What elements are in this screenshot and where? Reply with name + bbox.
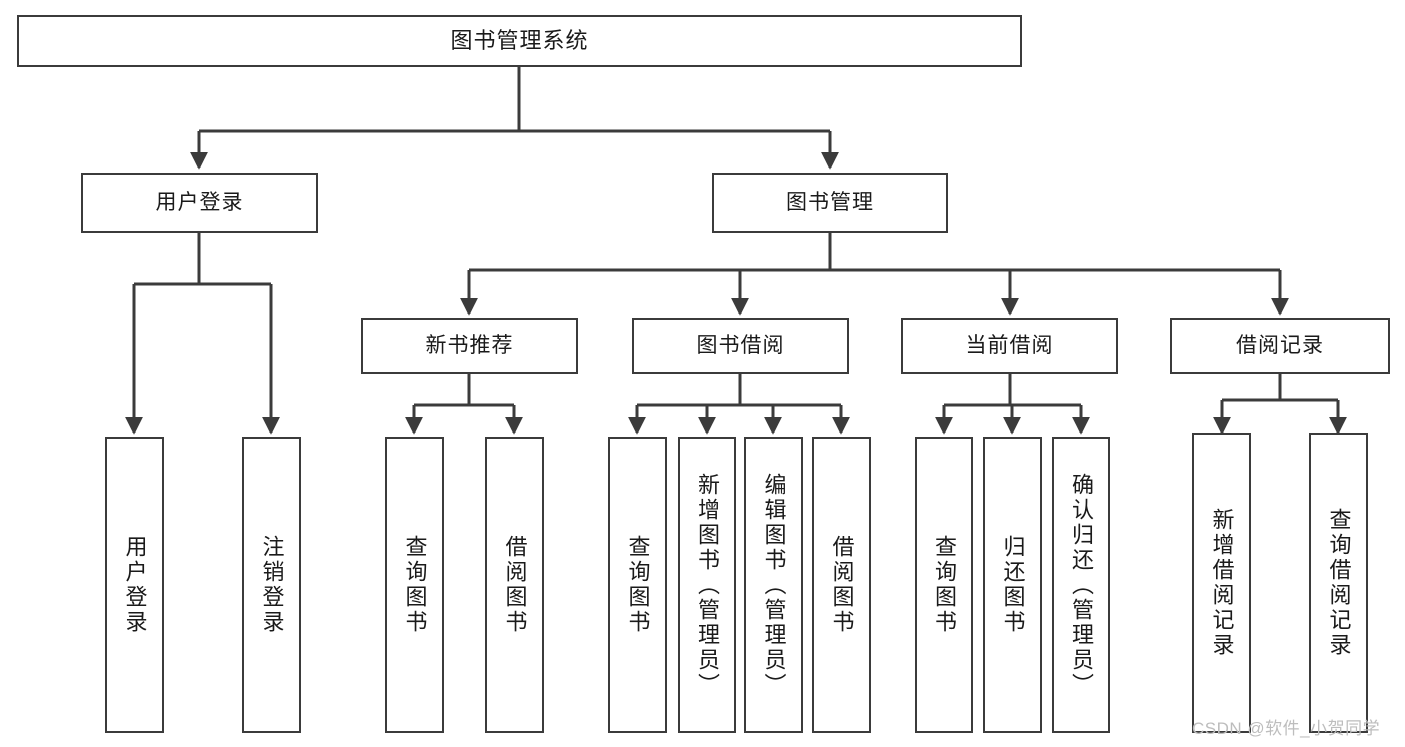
node-user-login-label: 用户登录 (155, 190, 244, 214)
leaf-query-borrow-record-label: 查询借阅记录 (1326, 508, 1352, 658)
node-current-borrow-label: 当前借阅 (965, 333, 1054, 357)
leaf-add-borrow-record-label: 新增借阅记录 (1209, 508, 1235, 658)
leaf-borrow-book-1[interactable]: 借阅图书 (485, 437, 544, 733)
leaf-query-book-1-label: 查询图书 (402, 535, 428, 635)
leaf-add-borrow-record[interactable]: 新增借阅记录 (1192, 433, 1251, 733)
node-book-manage-label: 图书管理 (786, 190, 874, 214)
leaf-add-book-admin[interactable]: 新增图书（管理员） (678, 437, 736, 733)
node-book-manage[interactable]: 图书管理 (712, 173, 948, 233)
leaf-query-book-3-label: 查询图书 (932, 535, 957, 635)
leaf-query-borrow-record[interactable]: 查询借阅记录 (1309, 433, 1368, 733)
node-root[interactable]: 图书管理系统 (17, 15, 1022, 67)
leaf-query-book-2-label: 查询图书 (625, 535, 651, 635)
leaf-query-book-2[interactable]: 查询图书 (608, 437, 667, 733)
leaf-logout-label: 注销登录 (259, 535, 285, 635)
leaf-query-book-3[interactable]: 查询图书 (915, 437, 973, 733)
node-root-label: 图书管理系统 (450, 28, 589, 54)
leaf-borrow-book-2-label: 借阅图书 (829, 535, 855, 635)
node-current-borrow[interactable]: 当前借阅 (901, 318, 1118, 374)
leaf-borrow-book-1-label: 借阅图书 (502, 535, 528, 635)
leaf-confirm-return-admin[interactable]: 确认归还（管理员） (1052, 437, 1110, 733)
node-new-book-recommend-label: 新书推荐 (425, 333, 514, 357)
leaf-add-book-admin-label: 新增图书（管理员） (695, 472, 720, 698)
leaf-logout[interactable]: 注销登录 (242, 437, 301, 733)
leaf-user-login[interactable]: 用户登录 (105, 437, 164, 733)
leaf-edit-book-admin-label: 编辑图书（管理员） (761, 472, 787, 698)
leaf-return-book-label: 归还图书 (1000, 535, 1026, 635)
node-book-borrow-label: 图书借阅 (696, 333, 785, 357)
leaf-confirm-return-admin-label: 确认归还（管理员） (1069, 472, 1094, 698)
node-borrow-record-label: 借阅记录 (1236, 333, 1324, 357)
leaf-edit-book-admin[interactable]: 编辑图书（管理员） (744, 437, 803, 733)
leaf-user-login-label: 用户登录 (122, 535, 148, 635)
node-borrow-record[interactable]: 借阅记录 (1170, 318, 1390, 374)
leaf-borrow-book-2[interactable]: 借阅图书 (812, 437, 871, 733)
leaf-return-book[interactable]: 归还图书 (983, 437, 1042, 733)
node-new-book-recommend[interactable]: 新书推荐 (361, 318, 578, 374)
node-user-login[interactable]: 用户登录 (81, 173, 318, 233)
node-book-borrow[interactable]: 图书借阅 (632, 318, 849, 374)
leaf-query-book-1[interactable]: 查询图书 (385, 437, 444, 733)
